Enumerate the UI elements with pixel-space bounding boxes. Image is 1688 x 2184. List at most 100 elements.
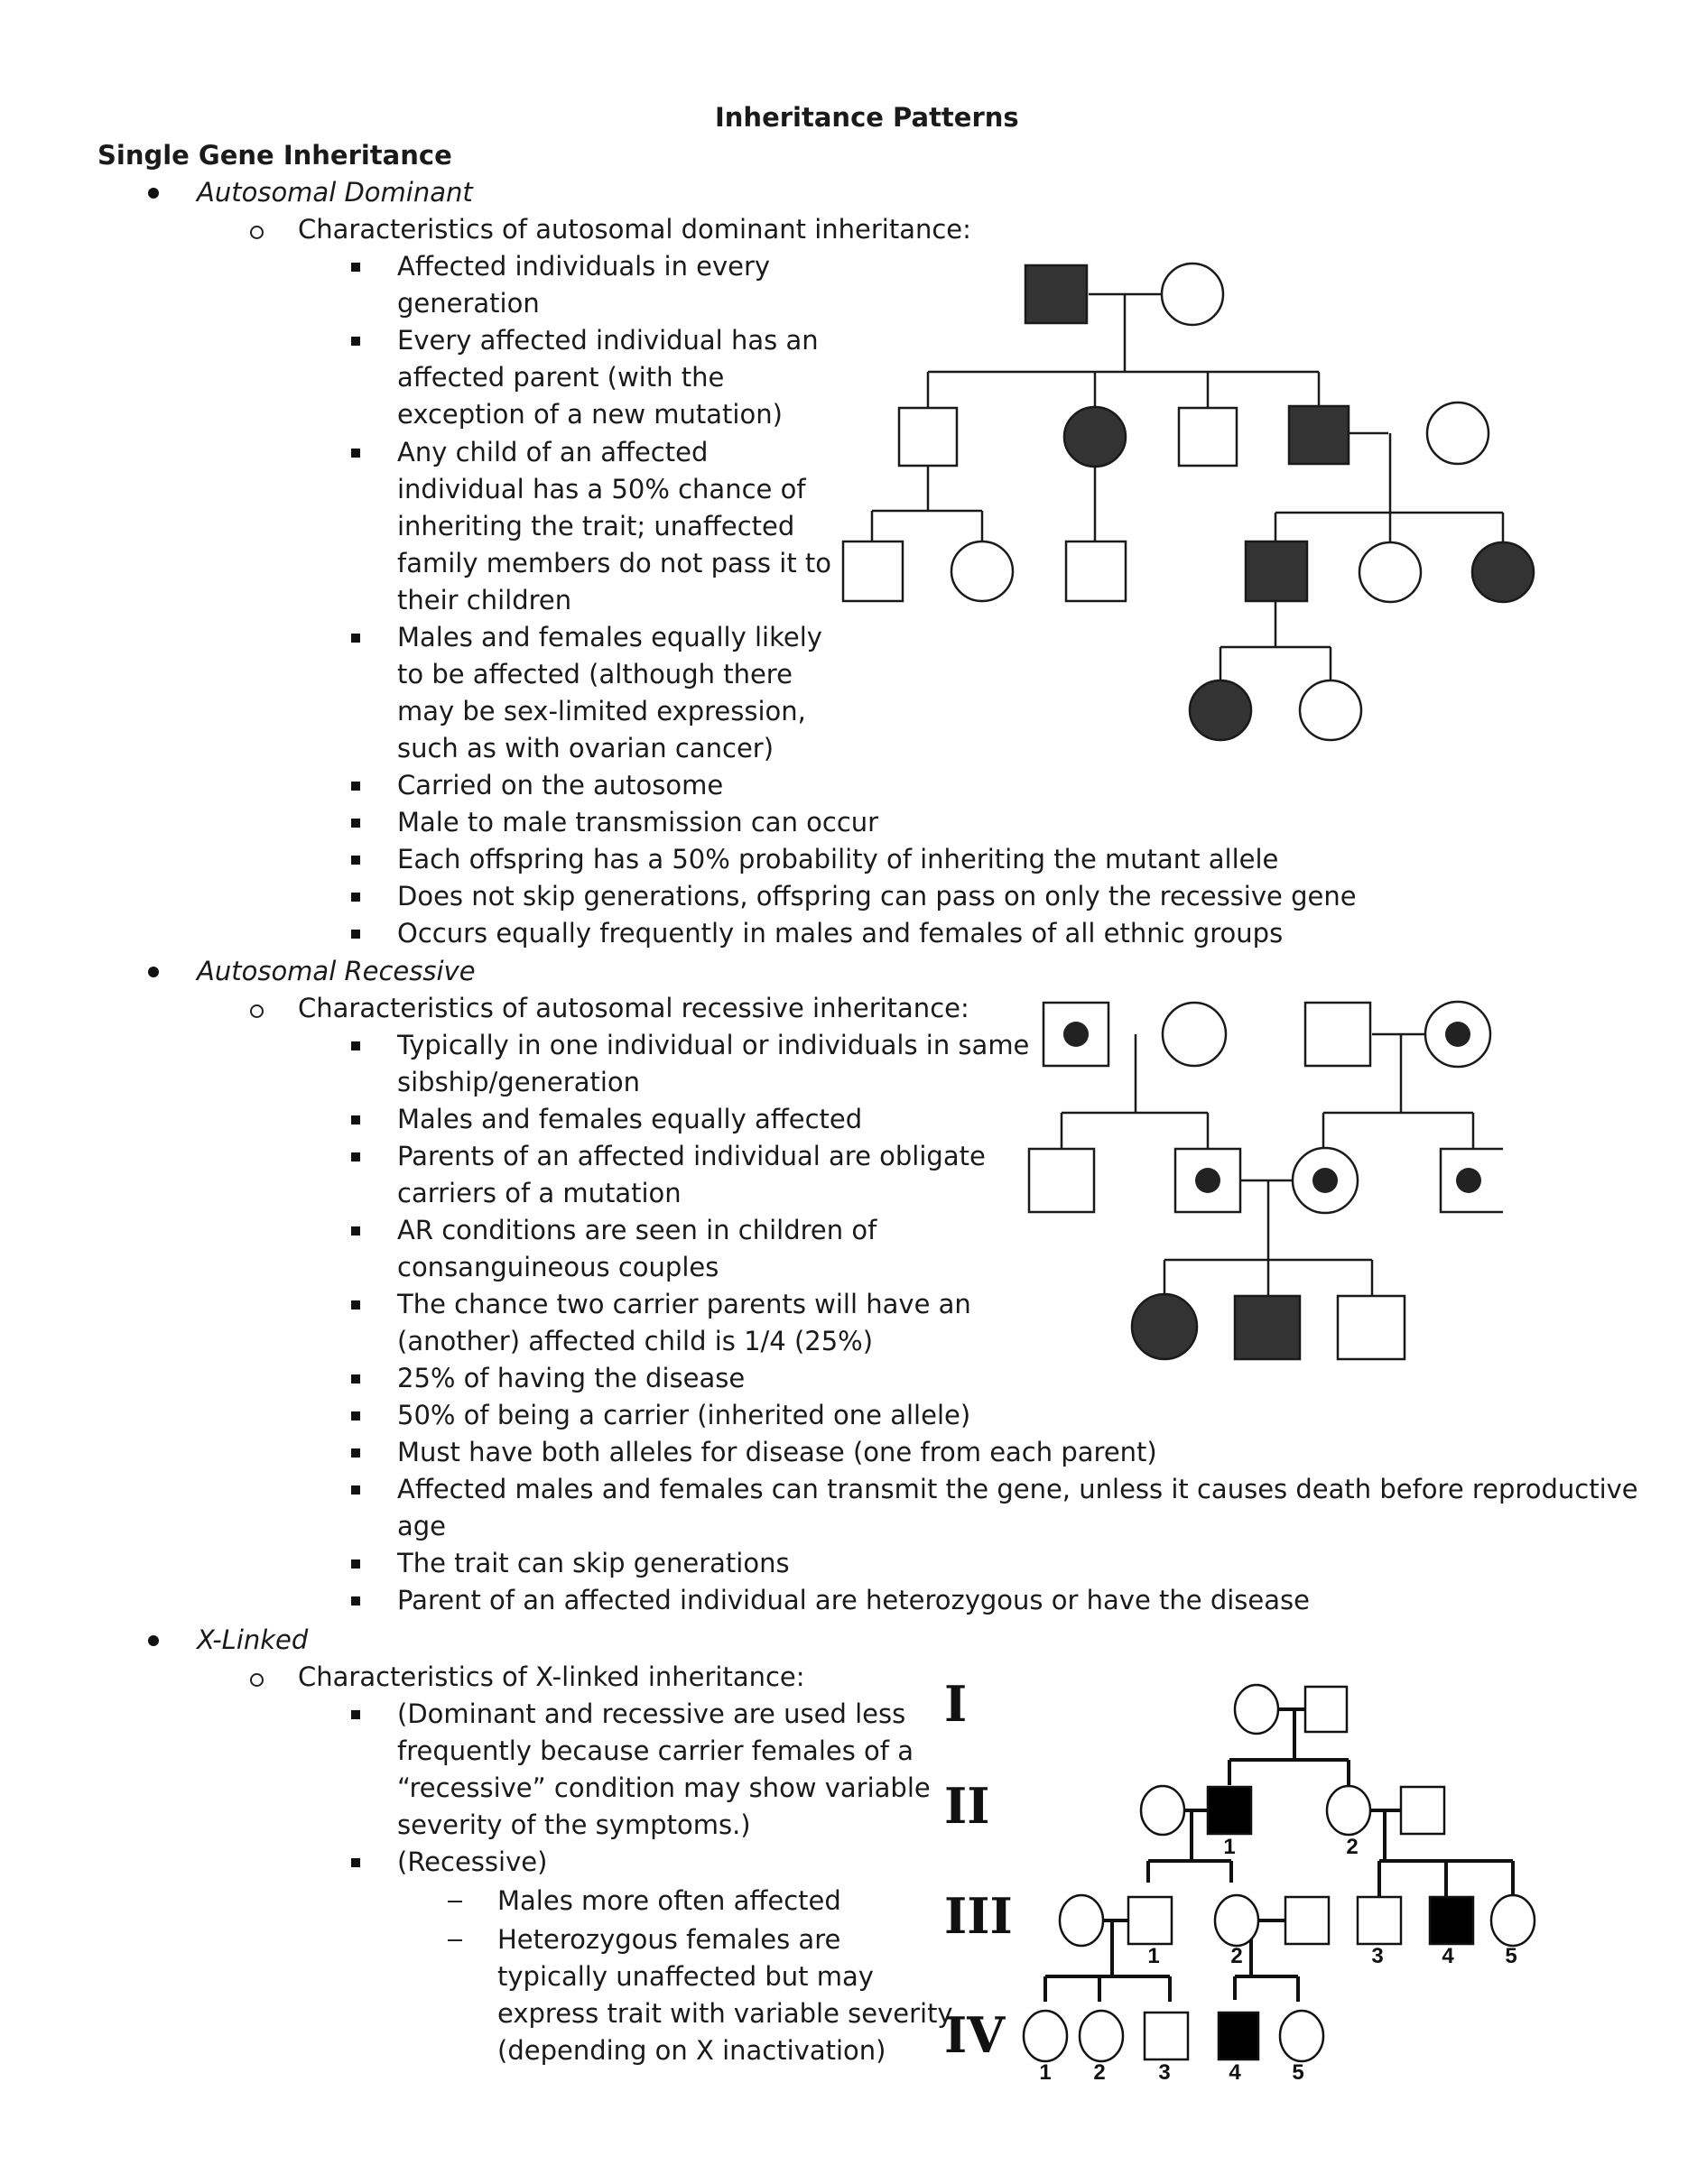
female-symbol <box>950 540 1015 603</box>
ad-subheading: Characteristics of autosomal dominant in… <box>298 214 971 245</box>
male-symbol <box>1064 540 1127 603</box>
ad-line: Male to male transmission can occur <box>397 807 879 838</box>
ad-line: family members do not pass it to <box>397 548 832 578</box>
female-symbol <box>1298 679 1363 742</box>
male-symbol <box>1303 1001 1372 1068</box>
list-bullet <box>351 1374 360 1384</box>
ad-line: generation <box>397 288 540 319</box>
male-symbol <box>1284 1895 1331 1946</box>
affected-male-symbol <box>1244 540 1309 603</box>
individual-number: 3 <box>1158 2060 1170 2085</box>
autosomal-dominant-pedigree <box>841 262 1535 742</box>
xl-subheading: Characteristics of X-linked inheritance: <box>298 1661 805 1692</box>
xl-line: frequently because carrier females of a <box>397 1735 914 1766</box>
ad-line: such as with ovarian cancer) <box>397 733 774 763</box>
list-bullet <box>351 1041 360 1050</box>
xl-line: (depending on X inactivation) <box>497 2035 886 2066</box>
ar-line: age <box>397 1511 447 1541</box>
male-symbol <box>1127 1895 1173 1946</box>
list-bullet <box>351 782 360 791</box>
list-bullet <box>351 1152 360 1161</box>
list-bullet <box>351 1448 360 1458</box>
dash-bullet <box>448 1901 462 1902</box>
male-symbol <box>1177 406 1238 467</box>
individual-number: 2 <box>1346 1835 1358 1859</box>
topic-x-linked: X-Linked <box>197 1624 309 1655</box>
list-bullet <box>351 1115 360 1124</box>
female-symbol <box>1058 1893 1105 1948</box>
female-symbol <box>1425 401 1490 466</box>
female-symbol <box>1325 1784 1372 1837</box>
female-symbol <box>1213 1893 1260 1948</box>
generation-label: III <box>944 1887 1013 1945</box>
sub-bullet <box>250 1004 264 1018</box>
xl-line: Heterozygous females are <box>497 1924 841 1955</box>
male-symbol <box>1399 1785 1446 1836</box>
generation-label: II <box>944 1777 990 1835</box>
list-bullet <box>351 1300 360 1309</box>
male-symbol <box>1356 1895 1403 1946</box>
xl-line: severity of the symptoms.) <box>397 1809 751 1840</box>
list-bullet <box>351 856 360 865</box>
xl-line: Males more often affected <box>497 1885 841 1916</box>
affected-male-symbol <box>1024 264 1089 325</box>
ad-line: to be affected (although there <box>397 659 793 689</box>
ar-line: 25% of having the disease <box>397 1363 746 1393</box>
male-symbol <box>1143 2011 1190 2061</box>
list-bullet <box>351 1485 360 1495</box>
ad-line: Each offspring has a 50% probability of … <box>397 844 1279 875</box>
list-bullet <box>351 930 360 939</box>
female-symbol <box>1489 1893 1536 1948</box>
topic-bullet <box>148 967 159 977</box>
individual-number: 1 <box>1223 1835 1235 1859</box>
ad-line: exception of a new mutation) <box>397 399 783 430</box>
xl-line: “recessive” condition may show variable <box>397 1772 931 1803</box>
ar-line: Affected males and females can transmit … <box>397 1474 1638 1504</box>
list-bullet <box>351 1710 360 1719</box>
individual-number: 1 <box>1039 2060 1051 2085</box>
individual-number: 1 <box>1147 1944 1159 1968</box>
ar-line: 50% of being a carrier (inherited one al… <box>397 1400 971 1430</box>
list-bullet <box>351 337 360 346</box>
ad-line: may be sex-limited expression, <box>397 696 806 726</box>
list-bullet <box>351 819 360 828</box>
female-symbol <box>1161 1001 1228 1068</box>
list-bullet <box>351 1596 360 1606</box>
list-bullet <box>351 449 360 458</box>
affected-female-symbol <box>1062 405 1127 468</box>
male-symbol <box>897 406 959 467</box>
ad-line: inheriting the trait; unaffected <box>397 511 795 541</box>
female-symbol <box>1022 2009 1069 2063</box>
ar-line: AR conditions are seen in children of <box>397 1215 877 1245</box>
ar-line: The trait can skip generations <box>397 1548 790 1578</box>
ad-line: Males and females equally likely <box>397 622 822 652</box>
affected-male-symbol <box>1287 404 1350 466</box>
xl-line: express trait with variable severity <box>497 1998 953 2029</box>
dash-bullet <box>448 1939 462 1941</box>
ad-line: Every affected individual has an <box>397 325 819 356</box>
ad-line: Affected individuals in every <box>397 251 771 282</box>
affected-female-symbol <box>1470 541 1535 604</box>
individual-number: 5 <box>1292 2060 1303 2085</box>
list-bullet <box>351 1411 360 1421</box>
ad-line: Carried on the autosome <box>397 770 724 800</box>
ar-line: Parent of an affected individual are het… <box>397 1585 1310 1615</box>
list-bullet <box>351 1559 360 1569</box>
female-symbol <box>1078 2009 1125 2063</box>
affected-female-symbol <box>1188 679 1253 742</box>
female-symbol <box>1233 1683 1280 1735</box>
individual-number: 4 <box>1442 1944 1454 1968</box>
list-bullet <box>351 1858 360 1867</box>
female-symbol <box>1139 1784 1186 1837</box>
autosomal-recessive-pedigree <box>1027 1000 1503 1361</box>
ar-line: (another) affected child is 1/4 (25%) <box>397 1326 874 1356</box>
ar-line: sibship/generation <box>397 1067 641 1097</box>
xl-line: (Recessive) <box>397 1846 548 1877</box>
sub-bullet <box>250 226 264 239</box>
ad-line: Occurs equally frequently in males and f… <box>397 918 1284 949</box>
individual-number: 2 <box>1093 2060 1105 2085</box>
male-symbol <box>1303 1685 1349 1734</box>
individual-number: 5 <box>1505 1944 1516 1968</box>
ad-line: individual has a 50% chance of <box>397 474 806 504</box>
ad-line: affected parent (with the <box>397 362 725 393</box>
